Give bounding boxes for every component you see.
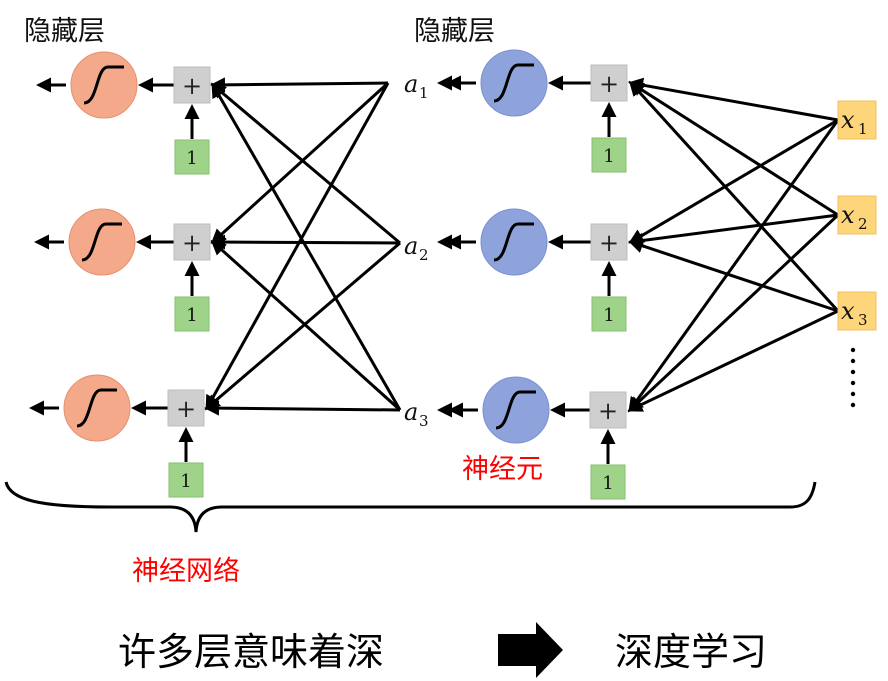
left-unit-3: +1 [29,374,205,498]
sigmoid-icon [76,388,117,428]
edge-x1-to-right-3 [628,119,840,413]
edge-x3-to-right-2 [628,238,839,313]
sum-box: + [590,64,628,102]
sum-box: + [590,223,628,261]
plus-icon: + [598,397,618,425]
left-unit-2: +1 [34,208,211,332]
bias-value: 1 [602,473,613,494]
svg-text:a: a [404,70,418,98]
svg-text:1: 1 [858,120,868,138]
neural-network-label: 神经网络 [132,556,240,587]
edge-x2-to-right-2 [628,213,839,248]
svg-text:3: 3 [419,412,429,430]
plus-icon: + [599,229,619,257]
sigmoid-icon [495,390,536,430]
input-x3: x 3 [837,291,877,331]
right-unit-3: +1 [448,376,627,500]
hidden-layer-label-right: 隐藏层 [414,16,495,47]
activation-a1: a 1 [404,70,429,102]
edge-x3-to-right-3 [627,309,839,412]
right-unit-1: +1 [446,49,628,173]
right-connections [627,77,840,413]
edge-a2-to-left-3 [204,241,401,410]
edge-a3-to-left-2 [210,239,402,412]
sigmoid-icon [493,222,534,262]
bias-box: 1 [591,137,627,173]
bias-value: 1 [186,305,197,326]
sigmoid-icon [81,222,122,262]
neuron-left-3 [63,374,131,442]
deep-learning-text: 深度学习 [615,630,767,674]
neuron-label: 神经元 [462,454,543,485]
right-unit-2: +1 [446,208,628,332]
bias-value: 1 [603,146,614,167]
edge-a1-to-left-2 [210,81,390,245]
edge-x1-to-right-2 [628,118,839,244]
svg-text:1: 1 [419,84,429,102]
bias-value: 1 [180,471,191,492]
edge-a1-to-left-3 [205,82,390,411]
activation-a3: a 3 [404,398,429,430]
sigmoid-icon [493,63,534,103]
svg-text:2: 2 [419,246,429,264]
input-x2: x 2 [837,195,877,235]
svg-text:x: x [841,106,855,134]
implies-arrow-icon [498,622,563,678]
neuron-right-2 [480,208,548,276]
svg-text:a: a [404,232,418,260]
svg-text:x: x [841,297,855,325]
activation-a2: a 2 [404,232,429,264]
plus-icon: + [599,70,619,98]
bias-box: 1 [174,296,210,332]
left-unit-1: +1 [36,51,211,175]
plus-icon: + [176,395,196,423]
bias-box: 1 [591,296,627,332]
edge-x3-to-right-1 [628,80,840,313]
left-connections [204,75,475,418]
svg-text:3: 3 [858,311,868,329]
neuron-left-1 [70,51,138,119]
sigmoid-icon [83,65,124,105]
network-brace [4,481,817,533]
bias-box: 1 [168,462,204,498]
edge-x2-to-right-1 [628,81,839,217]
input-x1: x 1 [837,100,877,140]
edge-a3-to-left-1 [211,82,402,411]
sum-box: + [589,391,627,429]
hidden-layer-label-left: 隐藏层 [24,16,105,47]
edge-a2-to-left-1 [210,83,401,245]
svg-text:2: 2 [858,215,868,233]
bias-box: 1 [590,464,626,500]
more-inputs-ellipsis [850,347,856,408]
neuron-right-3 [482,376,550,444]
plus-icon: + [182,229,202,257]
edge-x1-to-right-1 [628,77,839,122]
bias-box: 1 [174,139,210,175]
bias-value: 1 [603,305,614,326]
many-layers-text: 许多层意味着深 [118,630,384,674]
svg-text:a: a [404,398,418,426]
neuron-left-2 [68,208,136,276]
edge-x2-to-right-3 [627,213,840,413]
edge-a2-to-left-2 [210,234,401,250]
edge-a1-to-left-1 [210,77,389,93]
plus-icon: + [182,72,202,100]
sum-box: + [173,223,211,261]
bias-value: 1 [186,148,197,169]
edge-a3-to-left-3 [204,400,401,416]
neuron-right-1 [480,49,548,117]
sum-box: + [167,389,205,427]
svg-text:x: x [841,201,855,229]
sum-box: + [173,66,211,104]
